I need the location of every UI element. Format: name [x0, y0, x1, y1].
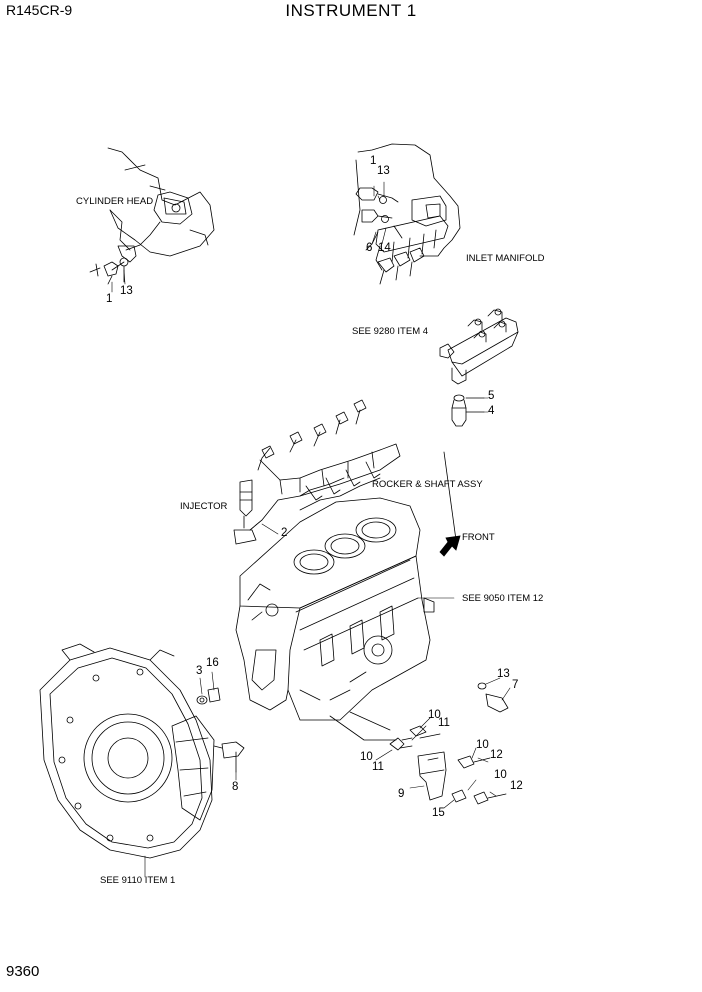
harness-detail — [234, 400, 400, 544]
page-title: INSTRUMENT 1 — [285, 1, 417, 20]
callout-13: 13 — [497, 668, 510, 680]
model-code: R145CR-9 — [6, 2, 73, 18]
callout-6: 6 — [366, 242, 373, 254]
fuel-rail-detail — [440, 309, 518, 426]
leader-lines — [112, 182, 510, 877]
callout-11: 11 — [372, 761, 384, 773]
callout-8: 8 — [232, 781, 239, 793]
callout-4: 4 — [488, 405, 495, 417]
label-rocker-shaft: ROCKER & SHAFT ASSY — [372, 479, 483, 490]
label-inlet-manifold: INLET MANIFOLD — [466, 253, 545, 264]
callout-10: 10 — [494, 769, 507, 781]
callout-12: 12 — [490, 749, 503, 761]
callout-1: 1 — [106, 293, 113, 305]
cylinder-head-detail — [90, 148, 214, 284]
callout-3: 3 — [196, 665, 203, 677]
label-front: FRONT — [462, 532, 495, 543]
callout-10: 10 — [360, 751, 373, 763]
small-parts — [197, 452, 508, 804]
label-see-9280: SEE 9280 ITEM 4 — [352, 326, 429, 337]
callout-9: 9 — [398, 788, 405, 800]
label-cylinder-head: CYLINDER HEAD — [76, 196, 154, 207]
callout-15: 15 — [432, 807, 445, 819]
flywheel-housing — [40, 644, 214, 858]
callout-2: 2 — [281, 527, 288, 539]
callout-14: 14 — [378, 242, 391, 254]
callout-16: 16 — [206, 657, 219, 669]
callout-7: 7 — [512, 679, 519, 691]
label-see-9050: SEE 9050 ITEM 12 — [462, 593, 544, 604]
label-see-9110: SEE 9110 ITEM 1 — [100, 875, 176, 886]
callout-5: 5 — [488, 390, 495, 402]
front-arrow-icon — [440, 536, 460, 556]
inlet-manifold-detail — [354, 144, 460, 284]
callout-10: 10 — [476, 739, 489, 751]
callout-12: 12 — [510, 780, 523, 792]
page-number: 9360 — [6, 963, 40, 980]
label-injector: INJECTOR — [180, 501, 228, 512]
callout-1: 1 — [370, 155, 377, 167]
engine-block — [236, 498, 434, 740]
callout-11: 11 — [438, 717, 450, 729]
callout-13: 13 — [377, 165, 390, 177]
callout-10: 10 — [428, 709, 441, 721]
callout-13: 13 — [120, 285, 133, 297]
